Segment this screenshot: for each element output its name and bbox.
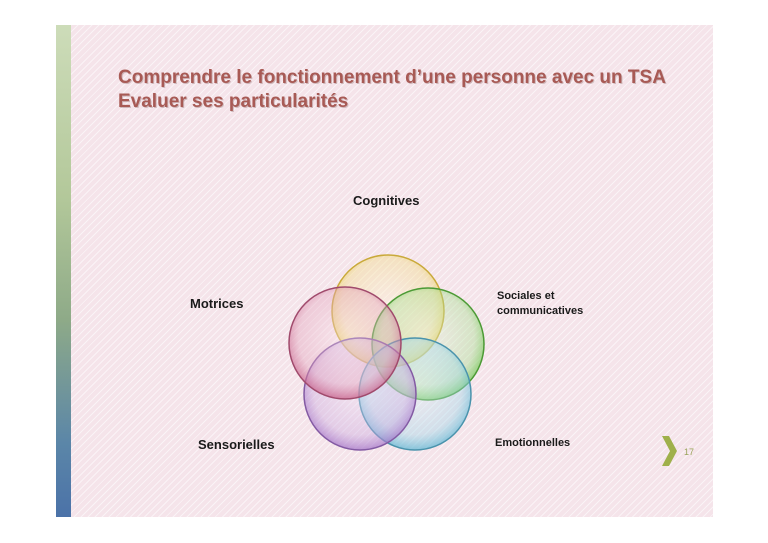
label-emotionnelles: Emotionnelles <box>495 437 571 449</box>
label-motrices: Motrices <box>190 296 244 311</box>
circle-motrices <box>288 286 402 400</box>
page-number: 17 <box>684 447 695 457</box>
label-sensorielles: Sensorielles <box>198 437 275 452</box>
title-line-1: Comprendre le fonctionnement d’une perso… <box>118 67 666 88</box>
title-line-2: Evaluer ses particularités <box>118 91 349 112</box>
label-sociales: Sociales et communicatives <box>497 289 583 319</box>
label-sociales-line-2: communicatives <box>497 305 584 317</box>
side-accent-bar <box>56 25 71 517</box>
slide-title: Comprendre le fonctionnement d’une perso… <box>118 66 666 114</box>
chevron-right-icon[interactable] <box>660 434 678 468</box>
label-cognitives: Cognitives <box>353 193 420 208</box>
label-sociales-line-1: Sociales et <box>497 290 555 302</box>
